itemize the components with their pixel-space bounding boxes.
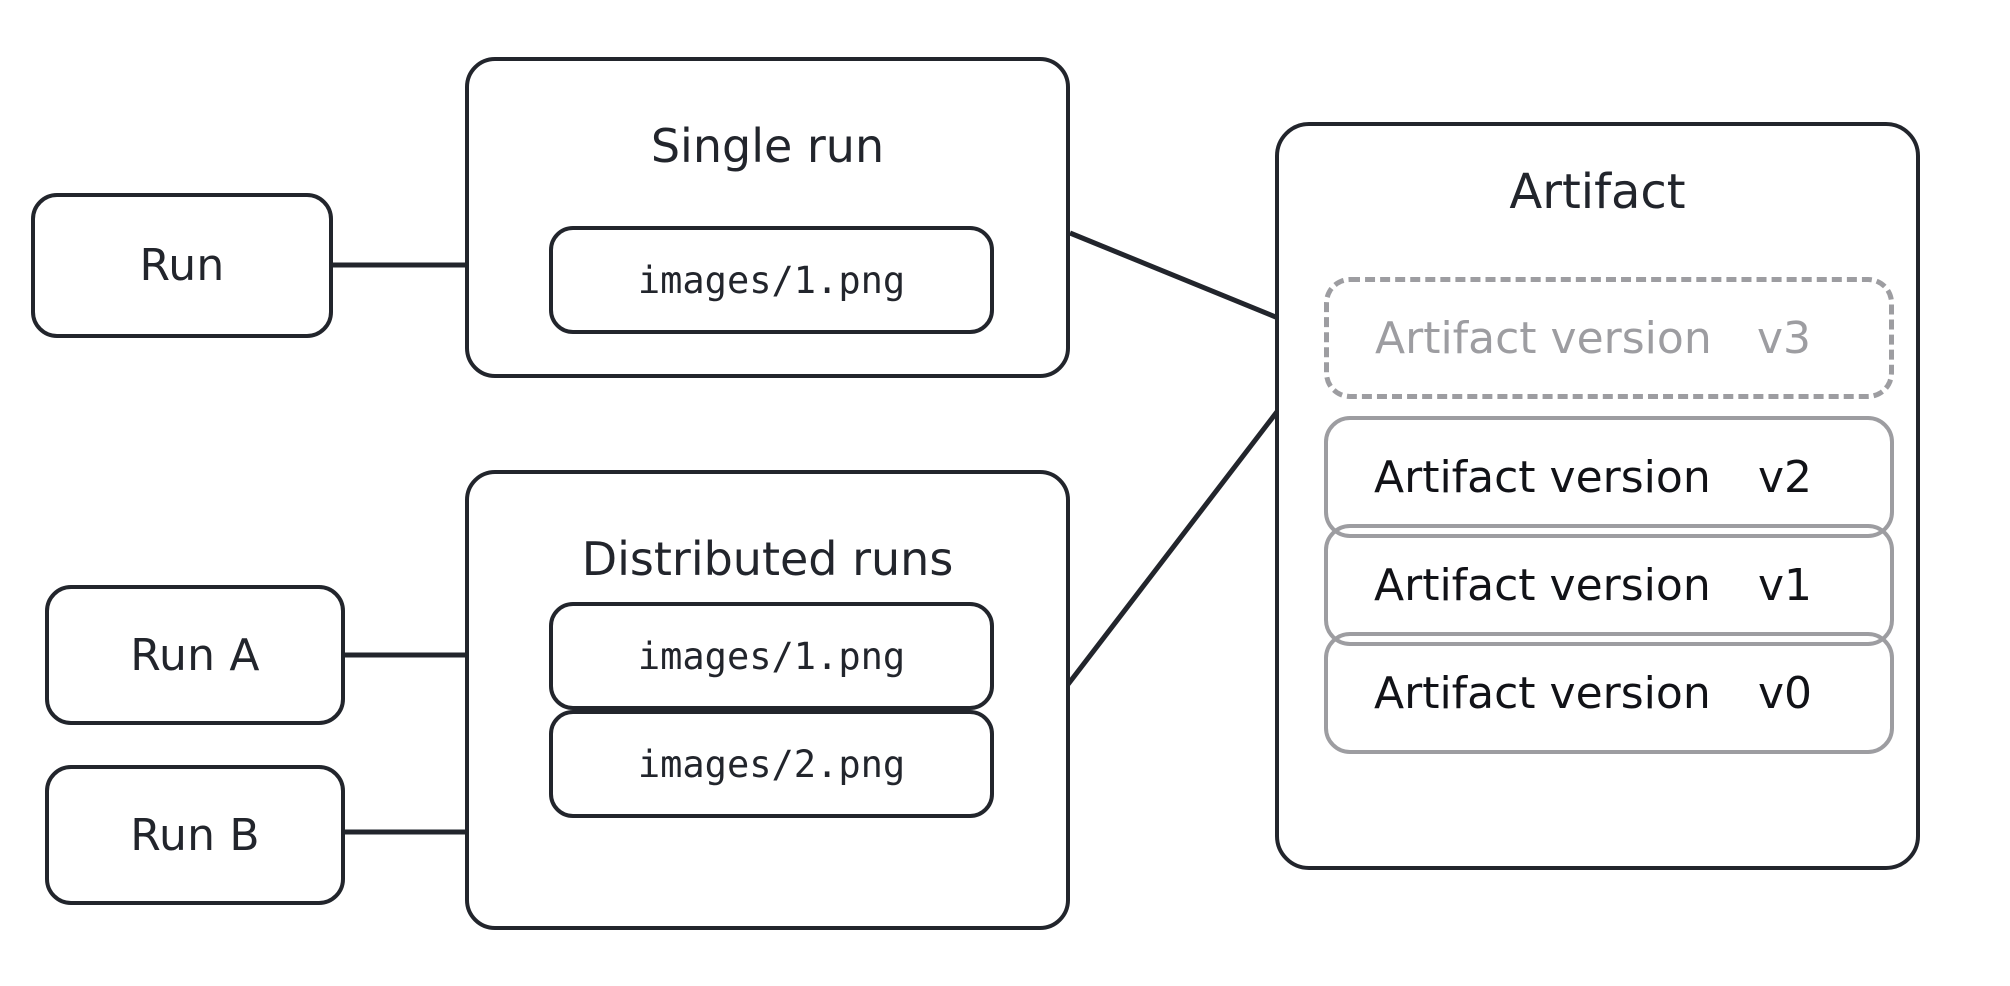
file-path-label: images/1.png	[637, 258, 906, 302]
artifact-version-tag: v3	[1756, 312, 1811, 364]
artifact-version-label: Artifact version	[1375, 312, 1712, 364]
artifact-title: Artifact	[1509, 164, 1686, 220]
file-path-label: images/1.png	[637, 634, 906, 678]
run-node-b-label: Run B	[130, 809, 260, 861]
artifact-version-label: Artifact version	[1374, 667, 1711, 719]
run-node-a-label: Run A	[130, 629, 260, 681]
artifact-version-tag: v0	[1757, 667, 1812, 719]
run-node-single-label: Run	[139, 240, 225, 291]
artifact-version-tag: v1	[1757, 559, 1812, 611]
file-box-distributed-runs-2[interactable]: images/2.png	[549, 710, 994, 818]
artifact-panel[interactable]: Artifact Artifact version v3 Artifact ve…	[1275, 122, 1920, 870]
artifact-version-row-v1[interactable]: Artifact version v1	[1324, 524, 1894, 646]
file-box-single-run-1[interactable]: images/1.png	[549, 226, 994, 334]
artifact-version-tag: v2	[1757, 451, 1812, 503]
artifact-version-row-v2[interactable]: Artifact version v2	[1324, 416, 1894, 538]
group-title-single-run: Single run	[650, 119, 885, 173]
group-panel-distributed-runs[interactable]: Distributed runs images/1.png images/2.p…	[465, 470, 1070, 930]
file-path-label: images/2.png	[637, 742, 906, 786]
group-panel-single-run[interactable]: Single run images/1.png	[465, 57, 1070, 378]
artifact-version-row-v3[interactable]: Artifact version v3	[1324, 277, 1894, 399]
run-node-a[interactable]: Run A	[45, 585, 345, 725]
run-node-b[interactable]: Run B	[45, 765, 345, 905]
group-title-distributed-runs: Distributed runs	[581, 532, 954, 586]
run-node-single[interactable]: Run	[31, 193, 333, 338]
artifact-version-row-v0[interactable]: Artifact version v0	[1324, 632, 1894, 754]
artifact-version-label: Artifact version	[1374, 559, 1711, 611]
artifact-version-label: Artifact version	[1374, 451, 1711, 503]
file-box-distributed-runs-1[interactable]: images/1.png	[549, 602, 994, 710]
